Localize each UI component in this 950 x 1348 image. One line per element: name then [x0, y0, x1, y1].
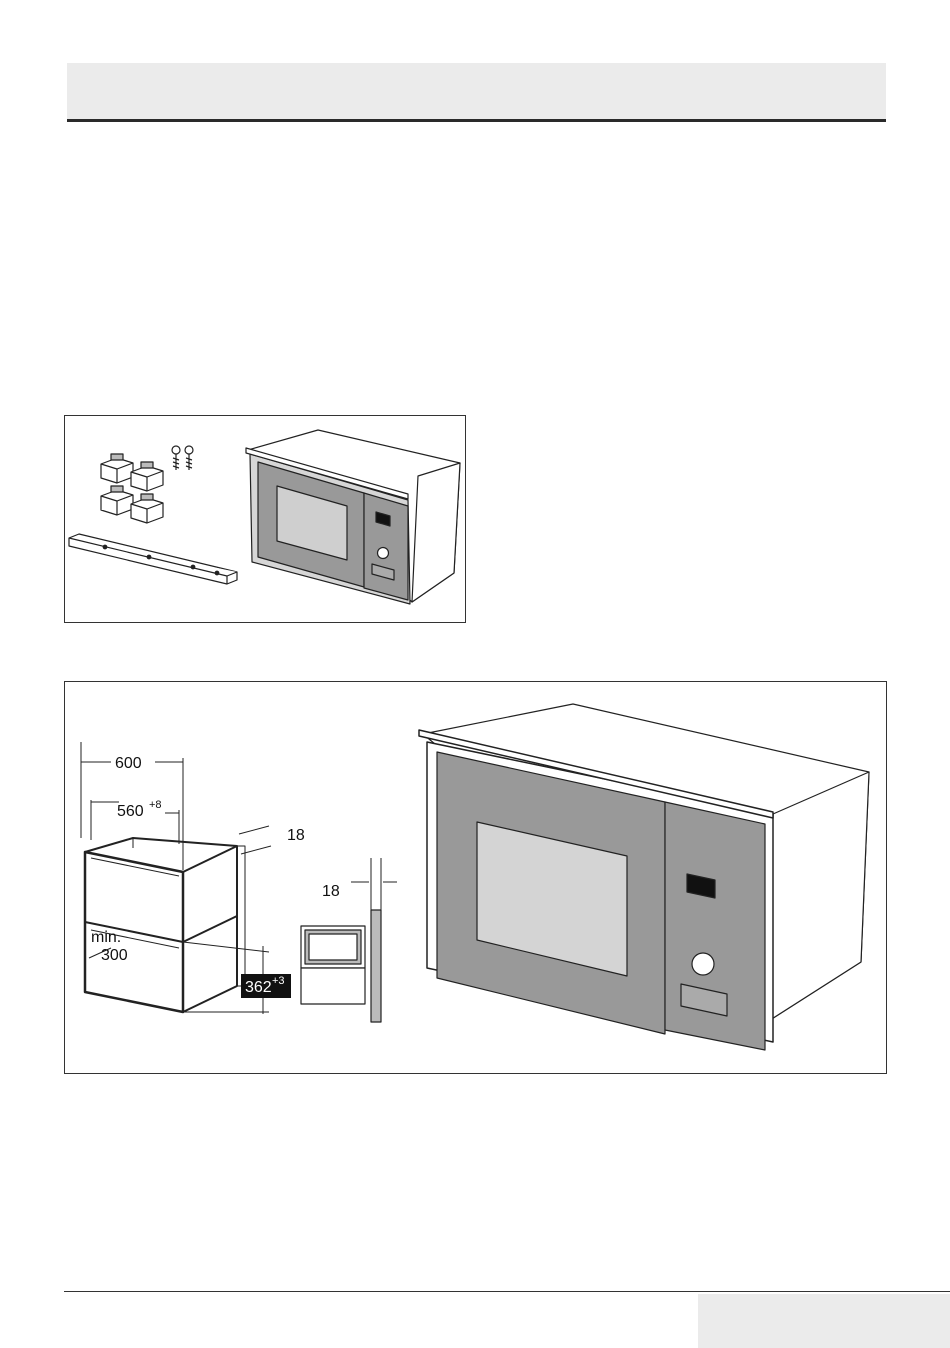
appliance-illustration — [419, 704, 869, 1050]
footer-rule — [64, 1291, 950, 1292]
mounting-rail-icon — [69, 534, 237, 584]
spacer-block-icon — [101, 454, 133, 483]
figure-installation-dimensions: 600 560 +8 18 18 min. 300 362 +3 — [64, 681, 887, 1074]
dim-depth-min-label: 300 — [101, 947, 128, 964]
supplied-parts-illustration — [65, 416, 467, 624]
installation-dimensions-drawing: 600 560 +8 18 18 min. 300 362 +3 — [65, 682, 888, 1075]
header-rule — [67, 119, 886, 122]
dim-panel-thickness-label: 18 — [287, 827, 305, 844]
dim-min-label: min. — [91, 929, 121, 946]
footer-band — [698, 1294, 950, 1348]
appliance-illustration — [246, 430, 460, 604]
spacer-block-icon — [131, 494, 163, 523]
screw-icon — [172, 446, 180, 470]
dim-560-tolerance: +8 — [149, 799, 162, 811]
spacer-block-icon — [131, 462, 163, 491]
dim-600-label: 600 — [115, 755, 142, 772]
spacer-block-icon — [101, 486, 133, 515]
dim-362-tolerance: +3 — [272, 975, 285, 987]
side-panel-detail — [301, 910, 381, 1022]
header-band — [67, 63, 886, 119]
dim-side-thickness-label: 18 — [322, 883, 340, 900]
dim-560-label: 560 — [117, 803, 144, 820]
screw-icon — [185, 446, 193, 470]
figure-supplied-parts — [64, 415, 466, 623]
dim-362-label: 362 — [245, 979, 272, 996]
